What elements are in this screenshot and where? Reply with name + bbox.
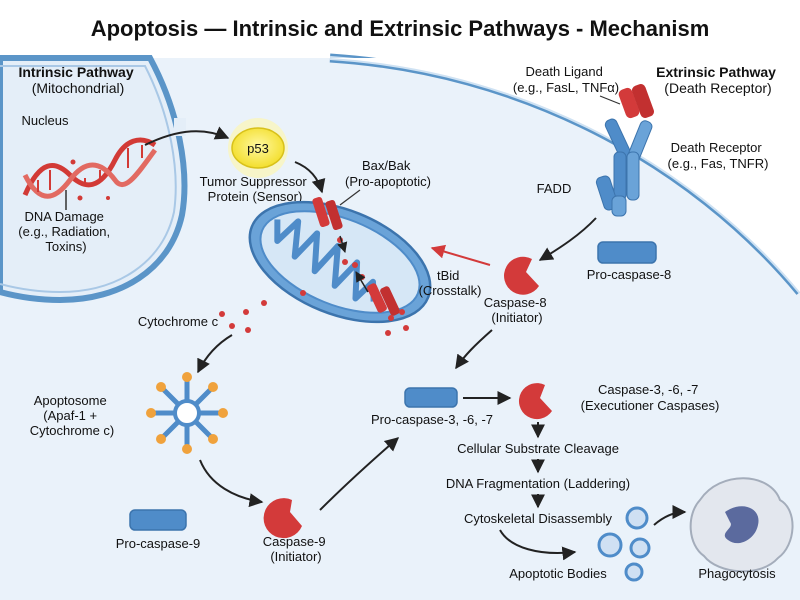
procaspase8-shape [597,241,657,264]
step-substrate-cleavage: Cellular Substrate Cleavage [457,441,619,456]
arrow-dna-to-p53 [144,126,230,146]
arrow-casp8-to-procasp3 [455,329,493,370]
bax-bak-channel-bottom [367,283,400,316]
step-cytoskeletal-disassembly: Cytoskeletal Disassembly [464,511,613,526]
death-ligand-icon [618,84,654,119]
bax-bak-leader [339,189,361,206]
nucleus [0,55,188,304]
apoptotic-bodies-label: Apoptotic Bodies [509,566,607,581]
procaspase9-shape [129,509,187,531]
death-receptor-icon [595,118,653,217]
phagocyte-icon [689,477,794,573]
apoptotic-bodies-icon [597,506,651,582]
arrow-apoptosome-to-casp9 [199,459,264,508]
procaspase367-label: Pro-caspase-3, -6, -7 [371,412,493,427]
procaspase9-label: Pro-caspase-9 [116,536,201,551]
extrinsic-heading: Extrinsic Pathway (Death Receptor) [656,64,780,96]
caspase8-shape [504,256,539,295]
bax-bak-label: Bax/Bak (Pro-apoptotic) [345,158,431,189]
p53-label: p53 [247,141,269,156]
arrow-fadd-to-casp8 [538,217,597,261]
apoptosome-label: Apoptosome (Apaf-1 + Cytochrome c) [30,393,115,438]
caspase367-shape [518,383,552,420]
tbid-label: tBid (Crosstalk) [419,268,482,298]
arrow-release [355,271,369,293]
ligand-leader [599,95,621,105]
dna-damage-label: DNA Damage (e.g., Radiation, Toxins) [18,209,113,254]
caspase9-shape [263,498,302,539]
cytochrome-c-label: Cytochrome c [138,314,219,329]
caspase367-label: Caspase-3, -6, -7 (Executioner Caspases) [581,382,720,413]
death-receptor-label: Death Receptor (e.g., Fas, TNFR) [668,140,769,171]
p53-description: Tumor Suppressor Protein (Sensor) [200,174,311,204]
procaspase8-label: Pro-caspase-8 [587,267,672,282]
procaspase367-shape [404,387,458,408]
arrow-to-apoptotic-bodies [499,529,577,561]
arrow-casp9-to-procasp3 [319,437,400,511]
arrow-cytc-to-apoptosome [197,334,233,374]
death-ligand-label: Death Ligand (e.g., FasL, TNFα) [513,64,619,95]
nucleus-label: Nucleus [22,113,69,128]
apoptosome [146,372,228,454]
intrinsic-heading: Intrinsic Pathway (Mitochondrial) [18,64,137,96]
fadd-label: FADD [537,181,572,196]
page-title: Apoptosis — Intrinsic and Extrinsic Path… [91,16,710,41]
arrow-crosstalk [430,244,491,266]
dna-helix-icon [22,137,158,201]
arrow-to-phagocytosis [653,505,687,526]
arrow-p53-to-bax [294,161,326,194]
arrow-bax-into-mito [337,235,348,254]
caspase8-label: Caspase-8 (Initiator) [484,295,551,325]
p53-protein: p53 [228,118,288,178]
phagocytosis-label: Phagocytosis [698,566,776,581]
step-dna-fragmentation: DNA Fragmentation (Laddering) [446,476,630,491]
bax-bak-channel-top [312,196,343,231]
caspase9-label: Caspase-9 (Initiator) [263,534,330,564]
